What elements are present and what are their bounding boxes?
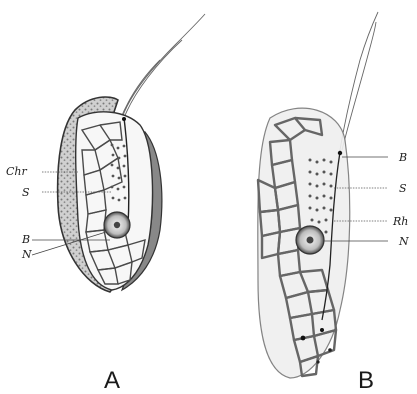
label-a-s: S	[22, 186, 30, 199]
label-a-b: B	[21, 233, 30, 246]
panel-a-flagella	[120, 14, 205, 120]
panel-b-label: B	[358, 367, 374, 394]
panel-b-nucleolus	[307, 237, 314, 244]
panel-a-nucleolus	[114, 222, 120, 228]
panel-a-basal-body	[122, 117, 126, 121]
panel-a: Chr S B N A	[6, 14, 205, 394]
panel-b: B S Rh N B	[258, 12, 409, 394]
panel-a-label: A	[104, 367, 120, 394]
panel-b-basal-body	[338, 151, 342, 155]
label-b-n: N	[398, 235, 409, 248]
label-b-rh: Rh	[392, 215, 408, 228]
panel-b-flagella	[340, 12, 378, 150]
label-b-s: S	[399, 182, 407, 195]
label-b-b: B	[398, 151, 407, 164]
label-a-n: N	[21, 248, 32, 261]
label-a-chr: Chr	[6, 165, 28, 178]
